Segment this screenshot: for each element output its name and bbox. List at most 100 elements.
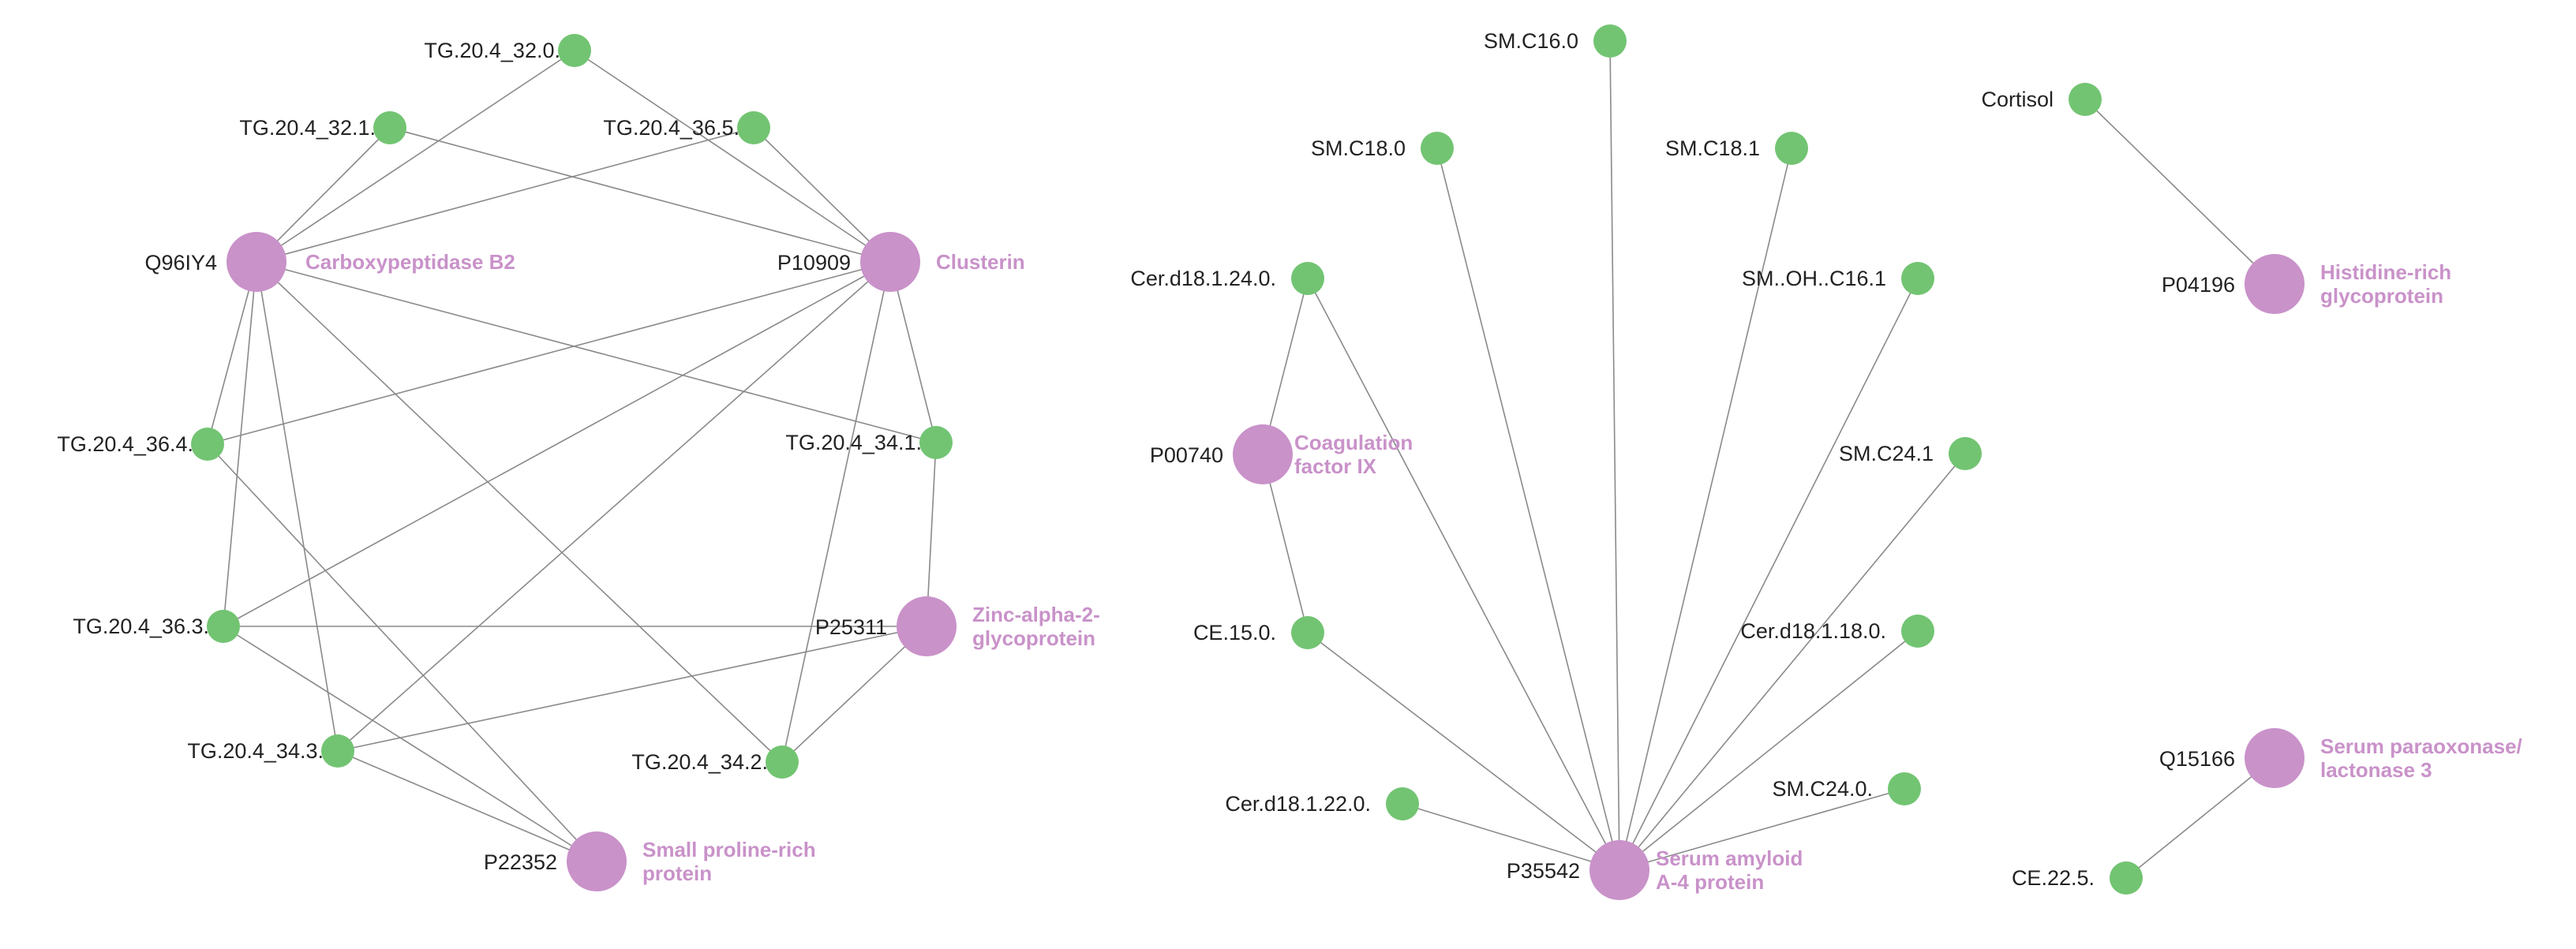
lipid-node-tg34_2[interactable]: TG.20.4_34.2. — [631, 745, 799, 779]
protein-node-circle[interactable] — [860, 232, 920, 292]
edge-saa4-smc18_0 — [1436, 148, 1620, 871]
edge-sprr-tg34_3 — [337, 750, 597, 862]
protein-id-label: P00740 — [1150, 443, 1223, 467]
edge-saa4-ce15_0 — [1307, 632, 1620, 871]
lipid-node-cortisol[interactable]: Cortisol — [1981, 83, 2102, 116]
lipid-node-circle[interactable] — [321, 734, 354, 768]
protein-name-label: glycoprotein — [972, 626, 1095, 650]
lipid-node-circle[interactable] — [2110, 861, 2143, 895]
protein-node-circle[interactable] — [2245, 728, 2305, 788]
edge-saa4-cer18_0 — [1619, 630, 1919, 871]
lipid-node-circle[interactable] — [1949, 437, 1982, 470]
lipid-node-smc24_1[interactable]: SM.C24.1 — [1839, 437, 1982, 470]
protein-id-label: P22352 — [484, 850, 557, 874]
edge-clu-tg34_3 — [337, 261, 891, 752]
protein-node-circle[interactable] — [2245, 254, 2305, 314]
edge-cpb2-tg32_0 — [256, 50, 575, 263]
protein-name-label: A-4 protein — [1656, 870, 1764, 894]
lipid-node-ce22_5[interactable]: CE.22.5. — [2012, 861, 2143, 895]
protein-id-label: Q15166 — [2159, 747, 2235, 771]
protein-node-circle[interactable] — [1589, 840, 1649, 900]
lipid-label: SM..OH..C16.1 — [1742, 267, 1886, 290]
lipid-node-circle[interactable] — [919, 426, 953, 459]
lipid-node-circle[interactable] — [1775, 132, 1808, 165]
protein-node-circle[interactable] — [227, 232, 286, 292]
lipid-label: TG.20.4_34.1. — [785, 431, 922, 454]
lipid-node-circle[interactable] — [1386, 787, 1419, 820]
edge-azgp1-tg34_2 — [781, 626, 927, 763]
lipid-label: SM.C18.0 — [1311, 136, 1406, 160]
lipid-node-smc16_0[interactable]: SM.C16.0 — [1484, 24, 1627, 58]
lipid-node-circle[interactable] — [1901, 615, 1934, 648]
protein-id-label: P04196 — [2162, 273, 2235, 297]
protein-node-pon3[interactable]: Q15166 Serum paraoxonase/lactonase 3 — [2159, 728, 2522, 788]
lipid-node-circle[interactable] — [1291, 262, 1324, 295]
lipid-label: TG.20.4_32.0. — [424, 39, 560, 62]
edge-clu-tg34_2 — [781, 261, 891, 763]
lipid-node-tg32_0[interactable]: TG.20.4_32.0. — [424, 34, 591, 67]
lipid-node-circle[interactable] — [558, 34, 591, 67]
lipid-node-circle[interactable] — [1421, 132, 1454, 165]
lipid-node-smc24_0[interactable]: SM.C24.0. — [1772, 772, 1921, 805]
lipid-node-ce15_0[interactable]: CE.15.0. — [1193, 616, 1324, 649]
protein-id-label: P10909 — [777, 251, 851, 275]
lipid-node-circle[interactable] — [207, 610, 240, 643]
edge-saa4-cer22_0 — [1402, 803, 1620, 871]
lipid-node-tg36_5[interactable]: TG.20.4_36.5. — [603, 111, 770, 144]
lipid-node-circle[interactable] — [737, 111, 770, 144]
protein-name-label: glycoprotein — [2320, 284, 2443, 308]
protein-node-clu[interactable]: P10909 Clusterin — [777, 232, 1025, 292]
protein-name-label: lactonase 3 — [2320, 758, 2432, 782]
lipid-node-tg36_3[interactable]: TG.20.4_36.3. — [73, 610, 240, 643]
lipid-label: SM.C16.0 — [1484, 29, 1578, 53]
edge-cpb2-tg34_3 — [256, 261, 339, 752]
lipid-node-circle[interactable] — [2069, 83, 2102, 116]
lipid-label: TG.20.4_36.4. — [57, 432, 193, 456]
protein-name-label: Clusterin — [936, 250, 1025, 274]
lipid-node-circle[interactable] — [766, 745, 799, 779]
protein-node-circle[interactable] — [897, 596, 957, 656]
lipid-node-tg34_1[interactable]: TG.20.4_34.1. — [785, 426, 953, 459]
lipid-node-circle[interactable] — [191, 428, 224, 461]
lipid-label: SM.C18.1 — [1665, 136, 1760, 160]
lipid-node-smc18_0[interactable]: SM.C18.0 — [1311, 132, 1454, 165]
lipid-node-tg34_3[interactable]: TG.20.4_34.3. — [187, 734, 354, 768]
lipid-node-circle[interactable] — [1291, 616, 1324, 649]
edge-saa4-smc18_1 — [1619, 148, 1792, 871]
lipid-node-circle[interactable] — [373, 111, 406, 144]
edge-sprr-tg36_3 — [223, 626, 597, 862]
edge-clu-tg36_4 — [207, 261, 891, 445]
edge-pon3-ce22_5 — [2125, 757, 2275, 879]
lipid-node-tg32_1[interactable]: TG.20.4_32.1. — [239, 111, 406, 144]
edge-clu-tg34_1 — [889, 261, 937, 443]
lipid-node-cer22_0[interactable]: Cer.d18.1.22.0. — [1225, 787, 1419, 820]
lipid-node-cer24_0[interactable]: Cer.d18.1.24.0. — [1130, 262, 1324, 295]
edge-cpb2-tg34_2 — [256, 261, 783, 763]
protein-node-circle[interactable] — [1233, 424, 1293, 484]
edge-cpb2-tg34_1 — [256, 261, 937, 443]
protein-node-circle[interactable] — [567, 831, 627, 891]
lipid-label: TG.20.4_36.3. — [73, 615, 209, 638]
protein-name-label: Carboxypeptidase B2 — [305, 250, 515, 274]
edge-cpb2-tg32_1 — [256, 127, 391, 263]
lipid-label: SM.C24.0. — [1772, 777, 1873, 801]
lipid-node-smc18_1[interactable]: SM.C18.1 — [1665, 132, 1808, 165]
lipid-label: Cer.d18.1.24.0. — [1130, 267, 1276, 290]
edge-f9-cer24_0 — [1262, 278, 1309, 455]
lipid-node-circle[interactable] — [1901, 262, 1934, 295]
lipid-node-tg36_4[interactable]: TG.20.4_36.4. — [57, 428, 224, 461]
lipid-label: CE.22.5. — [2012, 866, 2095, 890]
protein-name-label: Serum paraoxonase/ — [2320, 734, 2522, 758]
lipid-node-circle[interactable] — [1593, 24, 1627, 58]
lipid-node-cer18_0[interactable]: Cer.d18.1.18.0. — [1740, 615, 1934, 648]
lipid-node-smoh16_1[interactable]: SM..OH..C16.1 — [1742, 262, 1934, 295]
protein-name-label: Serum amyloid — [1656, 846, 1803, 870]
lipid-label: Cer.d18.1.22.0. — [1225, 792, 1371, 816]
lipid-node-circle[interactable] — [1888, 772, 1921, 805]
